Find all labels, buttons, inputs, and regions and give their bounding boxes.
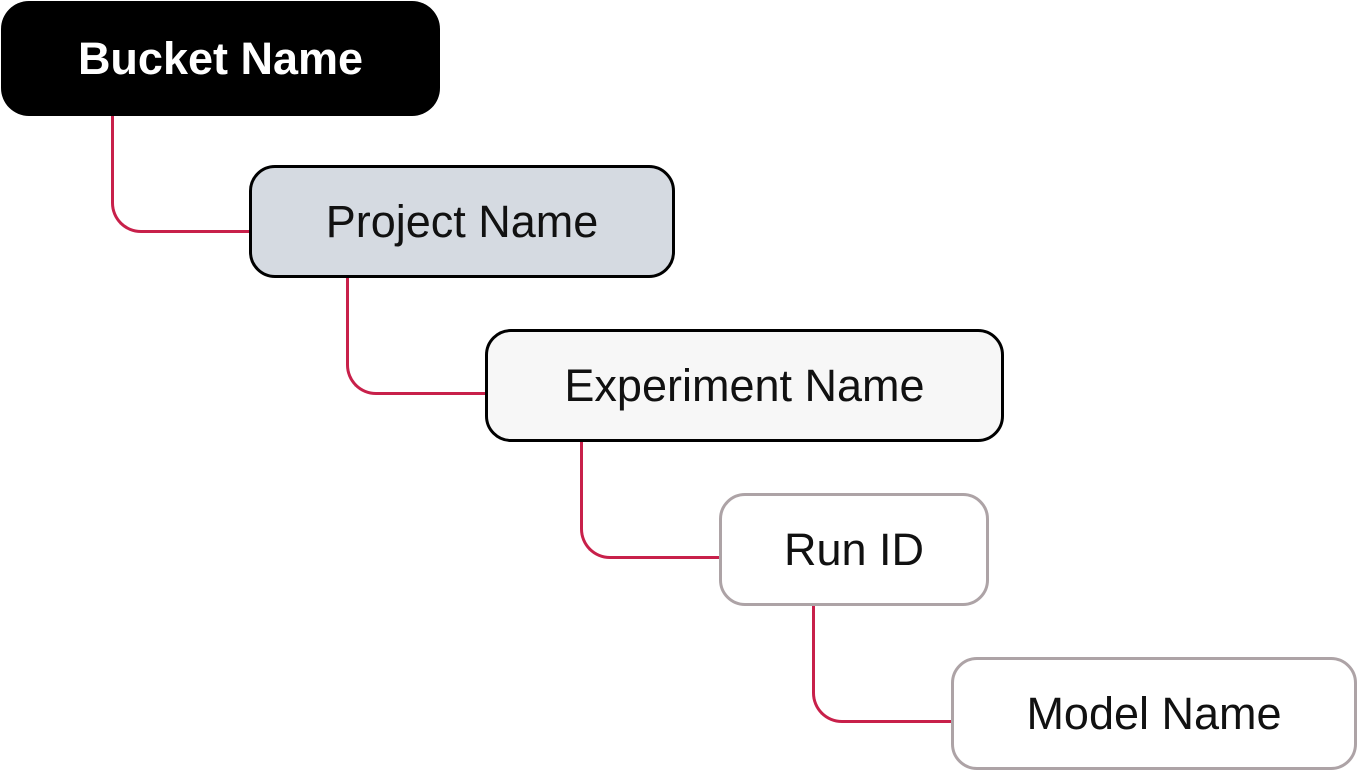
- connector-project-experiment: [346, 278, 487, 395]
- node-bucket-name: Bucket Name: [1, 1, 440, 116]
- node-model-label: Model Name: [1026, 687, 1282, 739]
- node-run-label: Run ID: [783, 523, 925, 575]
- node-model-name: Model Name: [951, 657, 1357, 770]
- connector-run-model: [812, 606, 953, 723]
- node-project-label: Project Name: [325, 195, 599, 247]
- node-bucket-label: Bucket Name: [77, 32, 364, 84]
- connector-bucket-project: [111, 116, 251, 233]
- node-experiment-label: Experiment Name: [564, 359, 925, 411]
- connector-experiment-run: [580, 442, 721, 559]
- node-experiment-name: Experiment Name: [485, 329, 1004, 442]
- node-run-id: Run ID: [719, 493, 989, 606]
- node-project-name: Project Name: [249, 165, 675, 278]
